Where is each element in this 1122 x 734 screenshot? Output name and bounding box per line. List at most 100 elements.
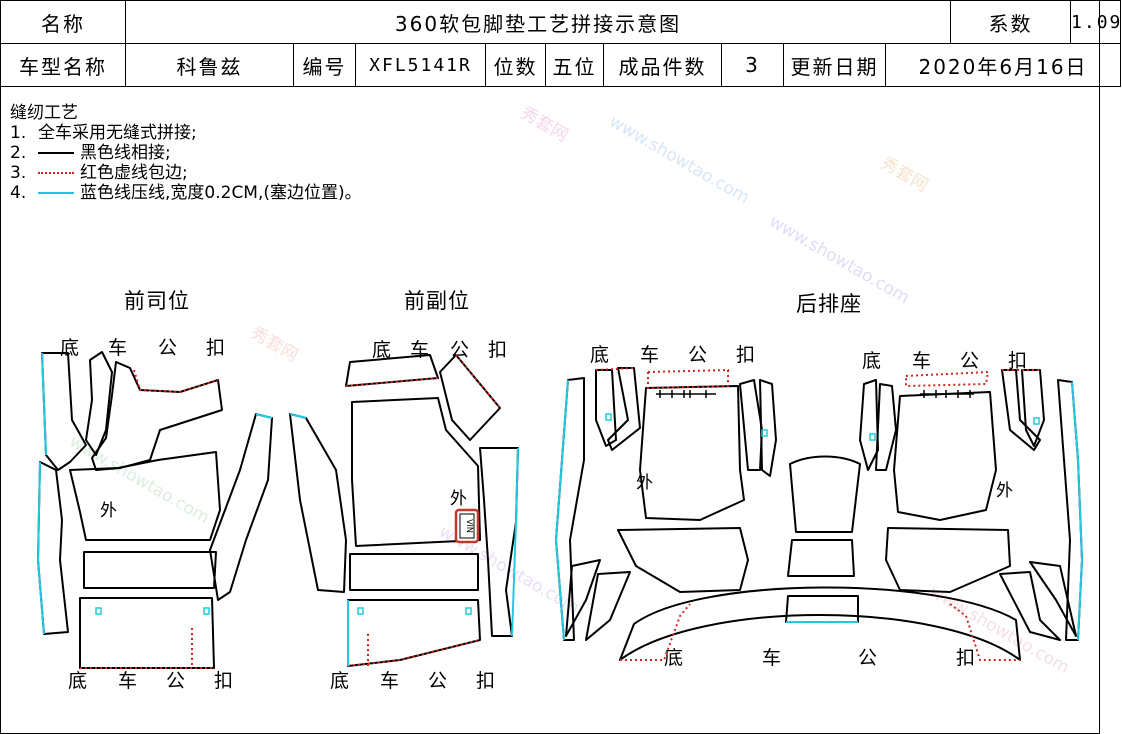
section-title-rear: 后排座 xyxy=(796,292,862,316)
buckle-label-gong: 公 xyxy=(428,670,448,692)
marker-square xyxy=(95,607,102,615)
buckle-label-di: 底 xyxy=(862,350,882,372)
passenger-top-piping xyxy=(345,377,439,387)
pieces-value: 3 xyxy=(721,43,784,87)
rear-right-top-piping xyxy=(905,370,990,388)
name-label: 名称 xyxy=(0,0,126,44)
buckle-label-di: 底 xyxy=(664,647,684,669)
sewing-notes: 缝纫工艺 1. 全车采用无缝式拼接; 2. 黑色线相接; 3. 红色虚线包边; … xyxy=(10,103,362,203)
note-item: 1. 全车采用无缝式拼接; xyxy=(10,123,362,143)
passenger-main-panel xyxy=(351,397,481,547)
buckle-label-kou: 扣 xyxy=(206,337,226,359)
driver-mid-panel xyxy=(83,551,217,589)
marker-square xyxy=(761,429,768,437)
rear-right-pillar-b xyxy=(1021,369,1045,447)
driver-left-strip xyxy=(41,352,87,471)
driver-left-stitch xyxy=(41,352,47,456)
note-item: 4. 蓝色线压线,宽度0.2CM,(塞边位置)。 xyxy=(10,183,362,203)
rear-lower-wing-right-b xyxy=(999,571,1061,641)
passenger-curved-left xyxy=(289,413,347,593)
buckle-label-di: 底 xyxy=(590,344,610,366)
rear-lower-wing-left xyxy=(565,559,601,637)
rear-lower-wing-right xyxy=(1029,561,1077,637)
buckle-label-gong: 公 xyxy=(158,337,178,359)
driver-side-stitch xyxy=(36,461,45,635)
buckle-label-di: 底 xyxy=(330,670,350,692)
rear-left-side-a xyxy=(739,379,763,471)
buckle-label-che: 车 xyxy=(108,337,128,359)
section-title-passenger: 前副位 xyxy=(404,289,470,313)
black-line-swatch xyxy=(38,152,74,154)
notes-title: 缝纫工艺 xyxy=(10,103,78,123)
buckle-label-di: 底 xyxy=(372,339,392,361)
passenger-right-stitch xyxy=(511,447,519,637)
rear-left-cushion xyxy=(639,385,745,521)
vin-badge-text: VIN xyxy=(465,519,474,533)
note-number: 4. xyxy=(10,183,27,203)
tab-marks-left xyxy=(656,390,716,398)
rear-left-top-piping xyxy=(647,368,729,390)
header-table: 名称 360软包脚垫工艺拼接示意图 系数 1.09 车型名称 科鲁兹 编号 XF… xyxy=(0,0,1122,87)
rear-center-mid xyxy=(787,539,855,577)
rear-center-bottom xyxy=(785,595,859,623)
rear-right-cushion xyxy=(893,391,997,521)
rear-right-side-b xyxy=(875,383,897,471)
rear-right-pillar-a xyxy=(1001,369,1041,451)
buckle-label-kou: 扣 xyxy=(736,344,756,366)
rear-left-stitch xyxy=(554,379,569,641)
vin-badge: VIN xyxy=(454,508,480,544)
buckle-label-che: 车 xyxy=(118,670,138,692)
outside-label: 外 xyxy=(450,489,467,509)
buckle-label-di: 底 xyxy=(68,670,88,692)
rear-left-pillar-a xyxy=(595,369,617,447)
outside-label: 外 xyxy=(996,481,1013,501)
buckle-label-gong: 公 xyxy=(688,344,708,366)
rear-left-side-b xyxy=(759,379,777,477)
passenger-top-strip xyxy=(345,354,439,387)
rear-right-strip xyxy=(1057,379,1083,641)
buckle-label-gong: 公 xyxy=(960,350,980,372)
model-value: 科鲁兹 xyxy=(125,43,294,87)
seats-label: 位数 xyxy=(485,43,546,87)
driver-right-stitch xyxy=(255,413,273,419)
rear-right-stitch xyxy=(1071,381,1084,641)
coef-label: 系数 xyxy=(950,0,1072,44)
buckle-label-che: 车 xyxy=(380,670,400,692)
buckle-label-che: 车 xyxy=(762,647,782,669)
passenger-pillar-piping xyxy=(455,354,501,409)
driver-main-panel xyxy=(69,451,221,541)
marker-square xyxy=(869,433,876,441)
buckle-label-gong: 公 xyxy=(858,647,878,669)
note-text: 黑色线相接; xyxy=(80,143,171,163)
marker-square xyxy=(357,607,364,615)
note-item: 3. 红色虚线包边; xyxy=(10,163,362,183)
rear-lower-arc xyxy=(619,586,1021,661)
driver-pillar-piece xyxy=(85,351,113,456)
note-text: 蓝色线压线,宽度0.2CM,(塞边位置)。 xyxy=(80,183,362,203)
note-item: 2. 黑色线相接; xyxy=(10,143,362,163)
rear-lower-left-panel xyxy=(617,527,749,593)
driver-bottom-panel xyxy=(79,597,215,669)
code-label: 编号 xyxy=(293,43,356,87)
note-number: 1. xyxy=(10,123,27,143)
marker-square xyxy=(605,413,612,421)
marker-square xyxy=(465,607,472,615)
buckle-label-kou: 扣 xyxy=(214,670,234,692)
buckle-label-gong: 公 xyxy=(166,670,186,692)
driver-curved-right xyxy=(209,413,273,601)
rear-lower-arc-piping xyxy=(620,603,1020,661)
buckle-label-kou: 扣 xyxy=(488,339,508,361)
marker-square xyxy=(203,607,210,615)
outside-label: 外 xyxy=(100,501,117,521)
note-number: 3. xyxy=(10,163,27,183)
buckle-label-che: 车 xyxy=(912,350,932,372)
passenger-mid-panel xyxy=(349,553,479,591)
buckle-label-che: 车 xyxy=(640,344,660,366)
page-title: 360软包脚垫工艺拼接示意图 xyxy=(124,0,952,44)
date-value: 2020年6月16日 xyxy=(884,43,1122,87)
date-label: 更新日期 xyxy=(783,43,886,87)
rear-lower-wing-left-b xyxy=(585,571,631,641)
tab-marks-right xyxy=(920,390,974,398)
